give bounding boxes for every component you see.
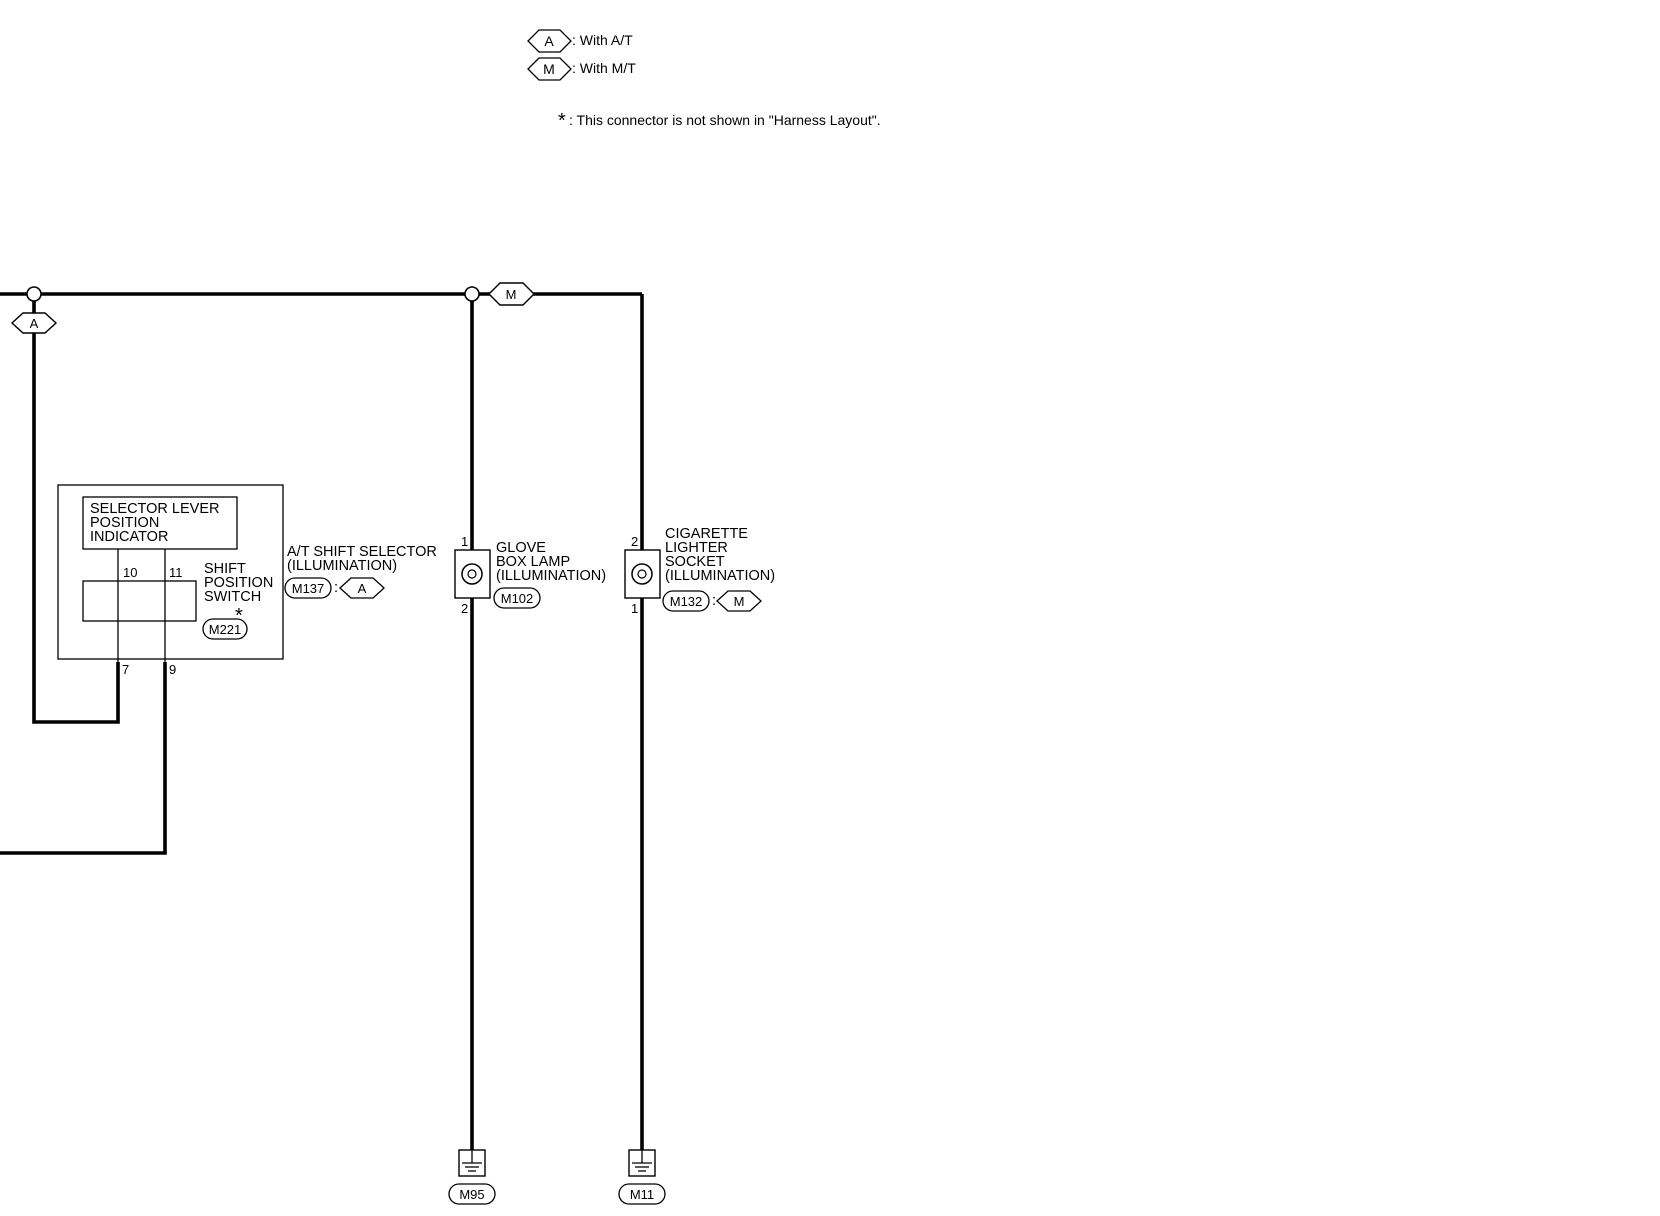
- connector-m137: M137: [292, 581, 325, 596]
- mt-branch-tag: [488, 282, 535, 306]
- cigarette-sep: :: [712, 593, 716, 609]
- cigarette-label-2: LIGHTER: [665, 540, 728, 556]
- glove-box-bulb-icon: [461, 563, 483, 585]
- ground-m95-label: M95: [459, 1187, 484, 1202]
- connector-m221-badge: [202, 618, 248, 640]
- legend-star-text: : This connector is not shown in "Harnes…: [569, 112, 881, 128]
- wires: [0, 292, 644, 1150]
- shift-switch-label-2: POSITION: [204, 575, 273, 591]
- connector-m221: M221: [209, 622, 242, 637]
- legend-at-tag: [527, 29, 572, 53]
- connector-m137-badge: [284, 577, 332, 599]
- pin-10-label: 10: [123, 565, 137, 580]
- at-shift-selector-label: A/T SHIFT SELECTOR (ILLUMINATION) M137 :…: [284, 544, 437, 599]
- pin9-wire: [0, 662, 167, 855]
- cigarette-label-3: SOCKET: [665, 554, 725, 570]
- glove-box-lamp: 1 2 GLOVE BOX LAMP (ILLUMINATION) M102: [454, 534, 606, 616]
- legend-mt-tag: [527, 57, 572, 81]
- ground-m95-badge: [448, 1183, 496, 1205]
- shift-selector-assembly: SELECTOR LEVER POSITION INDICATOR 10 11 …: [57, 484, 284, 677]
- cigarette-pin-1: 1: [631, 601, 638, 616]
- splice-point-glove: [464, 286, 480, 302]
- connector-m132-badge: [662, 590, 710, 612]
- selector-indicator-label-2: POSITION: [90, 515, 159, 531]
- cigarette-lighter-socket: 2 1 CIGARETTE LIGHTER SOCKET (ILLUMINATI…: [624, 526, 775, 616]
- legend-at-code: A: [544, 33, 554, 49]
- ground-m11-label: M11: [630, 1187, 654, 1202]
- shift-switch-label-3: SWITCH: [204, 589, 261, 605]
- ground-m95: M95: [448, 1149, 496, 1205]
- glove-box-label-1: GLOVE: [496, 540, 546, 556]
- mt-branch-tag-text: M: [506, 287, 517, 302]
- shift-switch-label-1: SHIFT: [204, 561, 246, 577]
- at-branch-wire: [32, 294, 120, 724]
- cigarette-bulb-icon: [631, 563, 653, 585]
- pin-7-label: 7: [122, 662, 129, 677]
- glove-box-label-3: (ILLUMINATION): [496, 568, 606, 584]
- connector-m102-badge: [493, 587, 541, 609]
- shift-selector-outline: [57, 484, 284, 660]
- pin-11-label: 11: [169, 565, 183, 580]
- cigarette-tag-text: M: [734, 594, 745, 609]
- cigarette-label-4: (ILLUMINATION): [665, 568, 775, 584]
- legend-star-symbol: *: [558, 110, 566, 132]
- at-branch-tag-text: A: [30, 316, 39, 331]
- legend-mt-text: : With M/T: [572, 60, 636, 76]
- at-shift-selector-sep: :: [334, 580, 338, 596]
- legend-at-text: : With A/T: [572, 32, 633, 48]
- at-branch-tag: [10, 312, 58, 334]
- glove-box-label-2: BOX LAMP: [496, 554, 570, 570]
- selector-indicator-label-1: SELECTOR LEVER: [90, 501, 219, 517]
- at-shift-selector-tag: [339, 577, 385, 599]
- at-shift-selector-line-1: A/T SHIFT SELECTOR: [287, 544, 437, 560]
- shift-switch-star: *: [235, 605, 243, 627]
- connector-m102: M102: [501, 591, 534, 606]
- cigarette-label-1: CIGARETTE: [665, 526, 748, 542]
- ground-m11-badge: [618, 1183, 666, 1205]
- splice-point-at: [26, 286, 42, 302]
- pin-9-label: 9: [169, 662, 176, 677]
- ground-m11: M11: [618, 1149, 666, 1205]
- selector-indicator-label-3: INDICATOR: [90, 529, 168, 545]
- connector-m132: M132: [670, 594, 703, 609]
- glove-box-bulb-filament: [467, 569, 477, 579]
- glove-box-pin-1: 1: [461, 534, 468, 549]
- legend: A : With A/T M : With M/T * : This conne…: [527, 29, 881, 132]
- cigarette-pin-2: 2: [631, 534, 638, 549]
- shift-position-switch-box: [82, 580, 197, 622]
- selector-indicator-box: [82, 496, 238, 550]
- legend-mt-code: M: [543, 61, 555, 77]
- cigarette-bulb-filament: [637, 569, 647, 579]
- at-shift-selector-line-2: (ILLUMINATION): [287, 558, 397, 574]
- cigarette-tag: [716, 590, 762, 612]
- at-shift-selector-tag-text: A: [358, 581, 367, 596]
- glove-box-pin-2: 2: [461, 601, 468, 616]
